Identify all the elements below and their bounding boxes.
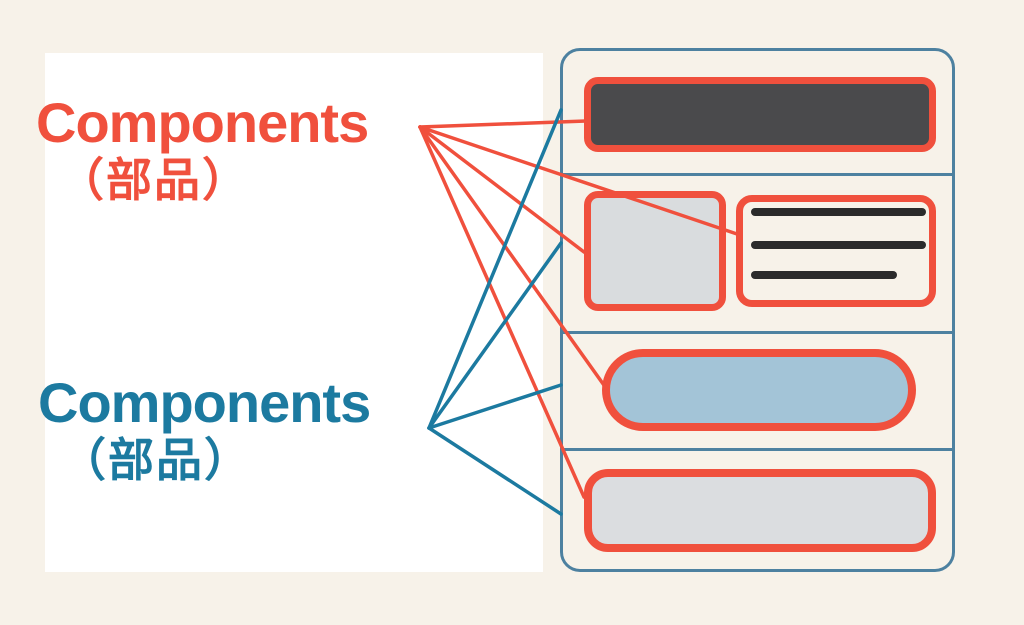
components-label-red-en: Components [36,91,369,154]
components-label-red-jp: （部品） [58,153,250,206]
wireframe-panel [560,48,955,572]
wireframe-button-pill [602,349,916,431]
components-label-red: Components （部品） [36,91,369,206]
section-divider [562,330,953,334]
text-line [751,208,926,216]
wireframe-text-lines-block [736,195,936,307]
wireframe-image-placeholder [584,191,726,311]
section-divider [562,447,953,451]
section-divider [562,172,953,176]
components-label-blue: Components （部品） [38,371,371,486]
components-label-blue-en: Components [38,371,371,434]
wireframe-footer-bar [584,469,936,552]
components-label-blue-jp: （部品） [60,433,252,486]
wireframe-header-bar [584,77,936,152]
text-line [751,241,926,249]
text-line [751,271,897,279]
